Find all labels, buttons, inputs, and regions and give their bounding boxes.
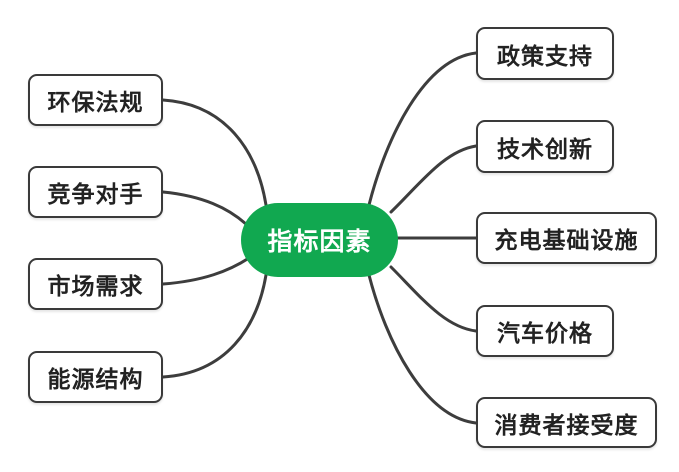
connector-technological-innovation [389,144,478,214]
connector-consumer-acceptance [367,273,478,425]
root-node-label: 指标因素 [267,228,372,256]
branch-node-label: 技术创新 [497,135,593,162]
branch-node-energy-structure[interactable]: 能源结构 [28,351,163,403]
branch-node-competitors[interactable]: 竞争对手 [28,166,163,218]
branch-node-label: 充电基础设施 [494,227,639,253]
branch-node-label: 环保法规 [47,89,144,115]
branch-node-label: 汽车价格 [497,320,593,346]
branch-node-policy-support[interactable]: 政策支持 [476,27,614,80]
connector-market-demand [161,256,251,286]
connector-competitors [161,190,248,226]
connector-environmental-regulations [161,98,268,207]
branch-node-label: 消费者接受度 [494,411,639,438]
branch-node-consumer-acceptance[interactable]: 消费者接受度 [476,397,657,448]
branch-node-label: 政策支持 [497,42,593,69]
branch-node-technological-innovation[interactable]: 技术创新 [476,120,614,173]
branch-node-charging-infrastructure[interactable]: 充电基础设施 [476,212,657,264]
root-node-indicator-factors[interactable]: 指标因素 [241,203,398,277]
branch-node-label: 能源结构 [47,366,144,392]
connector-energy-structure [161,273,268,379]
connector-policy-support [367,51,478,207]
branch-node-environmental-regulations[interactable]: 环保法规 [28,74,163,126]
connector-car-price [389,265,478,333]
branch-node-label: 市场需求 [47,273,144,299]
branch-node-market-demand[interactable]: 市场需求 [28,258,163,310]
branch-node-car-price[interactable]: 汽车价格 [476,305,614,357]
branch-node-label: 竞争对手 [47,181,144,207]
